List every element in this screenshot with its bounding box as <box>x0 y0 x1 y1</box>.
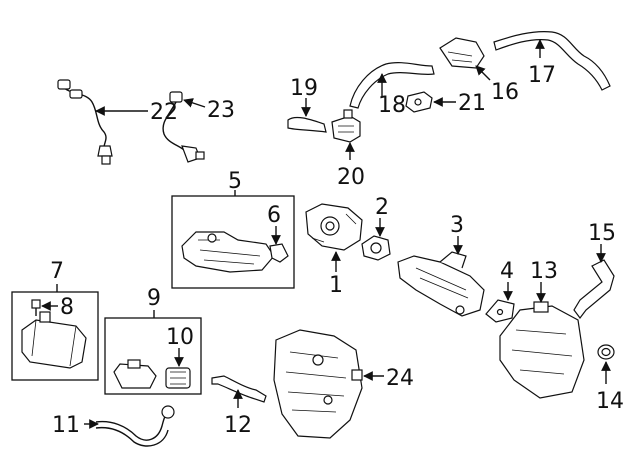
callout-20: 20 <box>337 165 365 190</box>
callout-3: 3 <box>450 213 464 238</box>
group-box-5 <box>171 195 295 289</box>
callout-8: 8 <box>60 295 74 320</box>
callout-23: 23 <box>207 98 235 123</box>
callout-14: 14 <box>596 389 624 414</box>
callout-19: 19 <box>290 76 318 101</box>
part-18-hose <box>349 62 435 109</box>
callout-16: 16 <box>491 80 519 105</box>
part-21-valve <box>405 91 433 113</box>
part-3-egr-cooler <box>397 251 485 317</box>
callout-15: 15 <box>588 221 616 246</box>
callout-2: 2 <box>375 195 389 220</box>
callout-13: 13 <box>530 259 558 284</box>
group-box-7 <box>11 291 99 381</box>
part-22-sensor <box>57 79 113 165</box>
part-17-hose <box>493 31 611 91</box>
part-14-seal <box>597 344 615 360</box>
part-6-gasket <box>269 243 289 263</box>
part-8-connector <box>31 299 41 316</box>
part-1-egr-valve <box>305 203 363 251</box>
callout-10: 10 <box>166 325 194 350</box>
part-16-valve <box>439 37 485 69</box>
callout-24: 24 <box>386 366 414 391</box>
callout-22: 22 <box>150 100 178 125</box>
group-box-9 <box>104 317 202 395</box>
part-5-assembly <box>181 231 275 273</box>
part-10-valve <box>165 367 191 389</box>
part-15-hose <box>573 259 615 319</box>
callout-6: 6 <box>267 203 281 228</box>
callout-4: 4 <box>500 259 514 284</box>
callout-5: 5 <box>228 169 242 194</box>
part-11-hose <box>95 405 175 447</box>
part-2-gasket <box>361 235 391 261</box>
callout-17: 17 <box>528 63 556 88</box>
part-9-valve <box>113 359 157 389</box>
part-24-housing <box>273 329 363 439</box>
part-19-hose <box>287 116 327 133</box>
callout-7: 7 <box>50 259 64 284</box>
callout-18: 18 <box>378 93 406 118</box>
part-23-sensor <box>162 91 205 163</box>
callout-21: 21 <box>458 91 486 116</box>
part-12-tube <box>211 375 267 403</box>
callout-9: 9 <box>147 286 161 311</box>
part-4-bracket <box>485 299 515 323</box>
callout-11: 11 <box>52 413 80 438</box>
callout-12: 12 <box>224 413 252 438</box>
part-7-canister <box>21 311 87 369</box>
part-13-housing <box>499 301 585 399</box>
callout-1: 1 <box>329 273 343 298</box>
part-20-valve <box>331 109 361 143</box>
